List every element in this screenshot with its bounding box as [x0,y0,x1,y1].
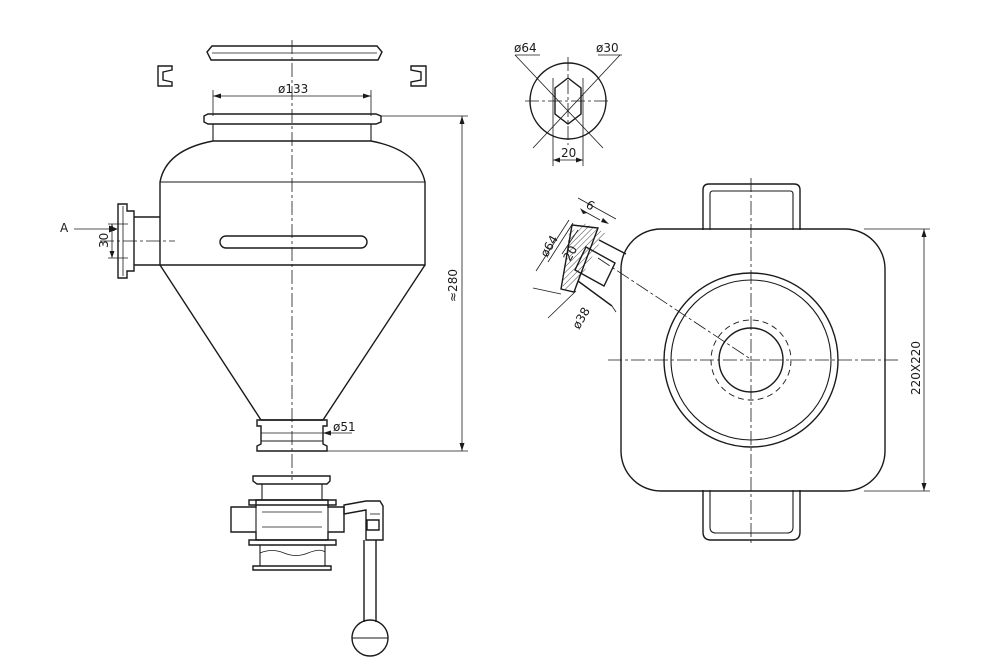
top-collar [203,113,382,141]
dimension-dia-51: ø51 [261,420,356,436]
label-view-a: A [60,221,69,235]
label-dia-64-side: ø64 [537,233,560,260]
dimension-220: 220X220 [864,228,930,492]
handle-bottom [702,490,801,541]
label-slot-20-top: 20 [561,146,576,160]
hopper-top-view: 6 ø64 20 ø38 220X220 [532,178,930,546]
hopper-front-view: ø133 A [60,40,468,480]
label-inlet-6: 6 [584,197,598,213]
dimension-height-280: ≈280 [327,115,468,452]
label-size-220: 220X220 [909,341,923,395]
label-dia-133: ø133 [278,82,308,96]
label-height-280: ≈280 [446,269,460,302]
label-inlet-20: 20 [560,243,580,263]
dimension-inlet-30: 30 [97,223,128,259]
butterfly-valve [230,475,389,657]
clamp-bracket-left [157,65,173,87]
hopper-body [159,140,426,452]
label-dia-64-top: ø64 [514,41,537,55]
handle-top [702,183,801,230]
label-inlet-30: 30 [97,233,111,248]
side-inlet [100,203,175,279]
label-dia-30-top: ø30 [596,41,619,55]
label-dia-51: ø51 [333,420,356,434]
section-view-small: ø64 ø30 20 [514,41,622,166]
dimension-dia-133: ø133 [212,82,372,116]
label-dia-38: ø38 [569,305,592,332]
clamp-bracket-right [410,65,427,87]
sight-slot [219,235,368,249]
lid [206,45,383,61]
